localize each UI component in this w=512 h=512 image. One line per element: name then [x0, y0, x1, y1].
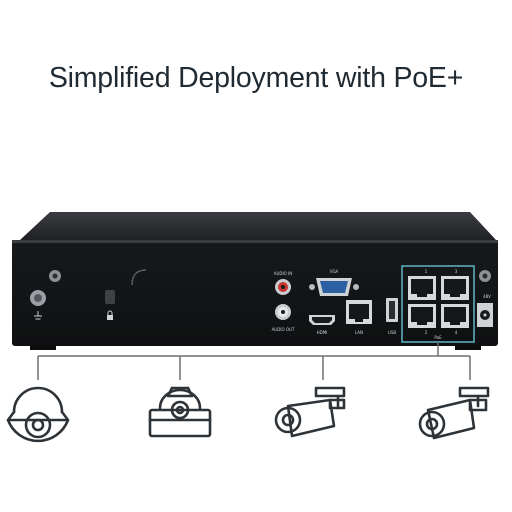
- poe-port-number: 3: [455, 269, 458, 274]
- power-label: 48V: [483, 294, 491, 299]
- poe-port-number: 1: [425, 269, 428, 274]
- bullet-camera-icon: [418, 386, 490, 440]
- poe-port-1: [408, 276, 436, 300]
- bullet-camera-icon: [274, 386, 346, 438]
- screw-icon: [479, 270, 491, 282]
- vga-label: VGA: [330, 269, 339, 274]
- usb-port: [386, 298, 398, 322]
- security-slot: [105, 290, 115, 304]
- ground-screw-icon: [30, 290, 46, 320]
- poe-port-3: [441, 276, 469, 300]
- power-connector: [477, 303, 493, 327]
- vga-port: [309, 278, 359, 296]
- screw-icon: [49, 270, 61, 282]
- audio-in-port: [275, 279, 291, 295]
- poe-port-number: 4: [455, 330, 458, 335]
- hdmi-label: HDMI: [317, 330, 328, 335]
- poe-port-4: [441, 304, 469, 328]
- device-foot: [455, 345, 481, 350]
- audio-in-label: AUDIO IN: [274, 271, 293, 276]
- ceiling-dome-camera-icon: [148, 386, 212, 438]
- connection-lines: [37, 342, 471, 380]
- poe-label: PoE: [434, 335, 442, 340]
- lan-port: [346, 300, 372, 324]
- hdmi-port: [309, 315, 335, 325]
- usb-label: USB: [388, 330, 396, 335]
- lock-icon: [107, 310, 113, 320]
- device-foot: [30, 345, 56, 350]
- nvr-device: AUDIO IN AUDIO OUT VGA HDMI LAN: [12, 212, 498, 350]
- audio-out-port: [275, 304, 291, 320]
- lan-label: LAN: [355, 330, 363, 335]
- device-back-panel: [12, 240, 498, 346]
- audio-out-label: AUDIO OUT: [272, 327, 295, 332]
- headline: Simplified Deployment with PoE+: [48, 62, 464, 94]
- device-top-surface: [20, 212, 496, 240]
- dome-camera-icon: [6, 386, 70, 443]
- poe-port-2: [408, 304, 436, 328]
- poe-port-number: 2: [425, 330, 428, 335]
